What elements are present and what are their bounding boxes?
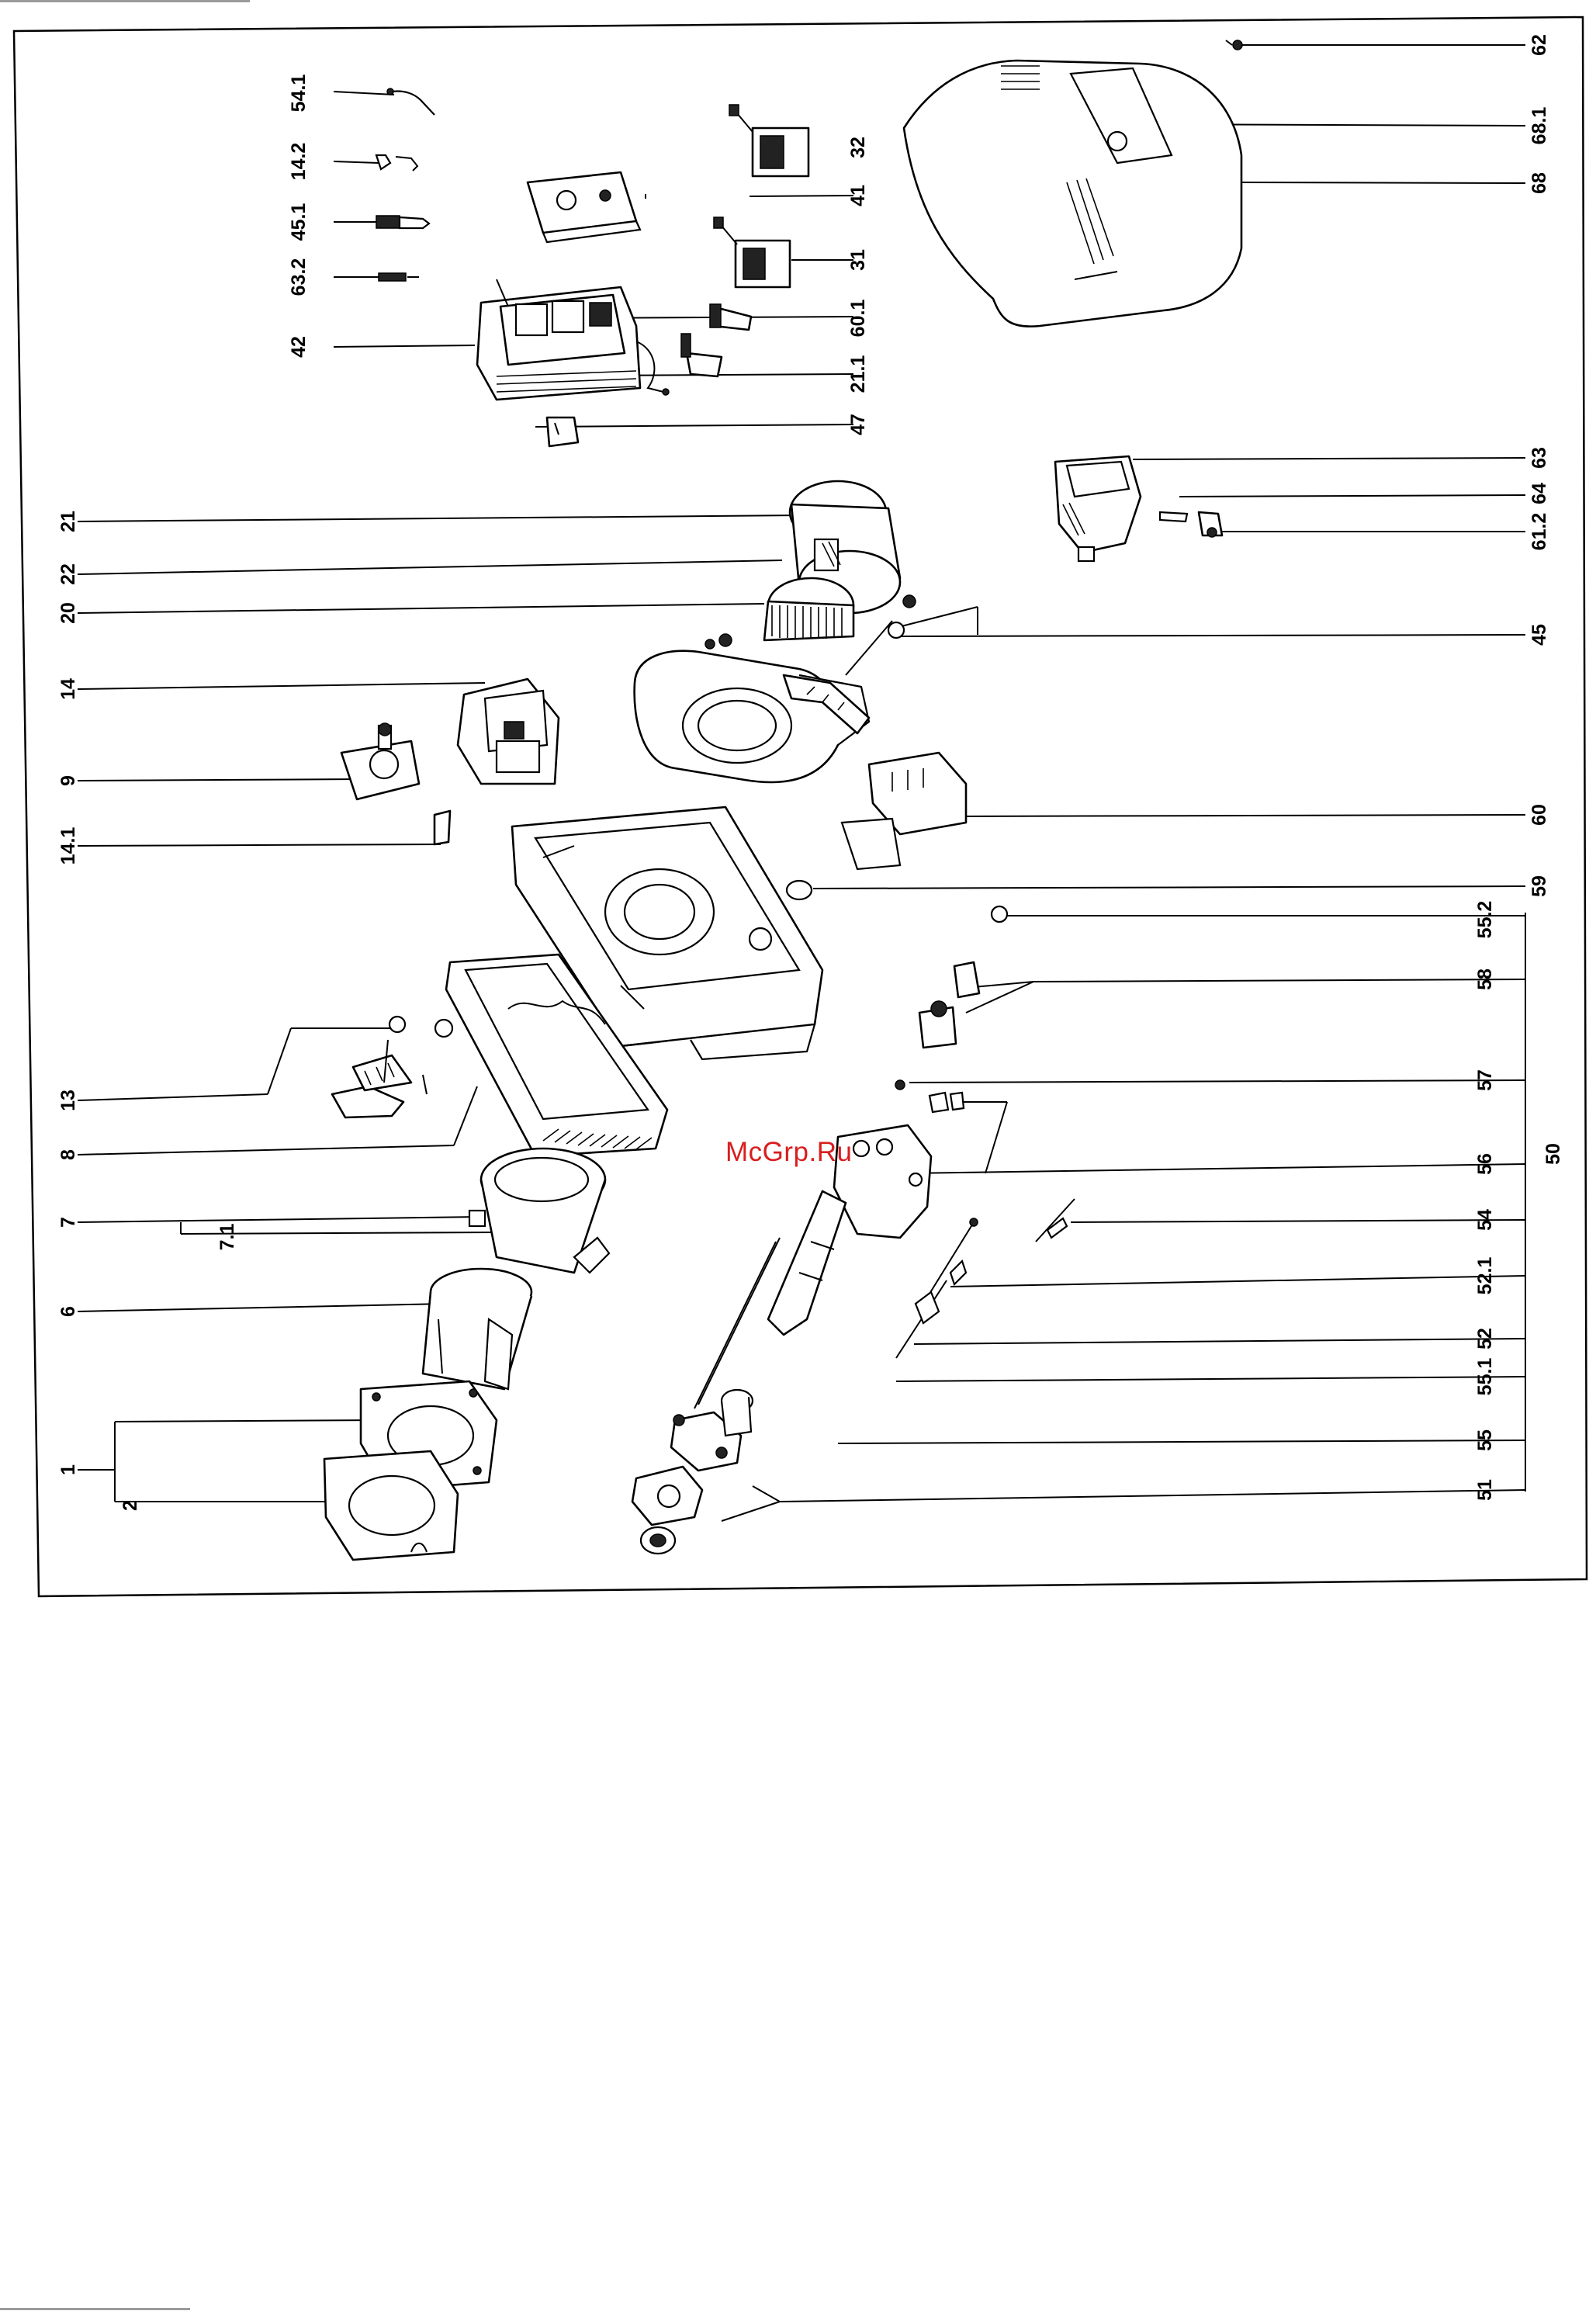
part-9-valve-illustration (341, 723, 419, 799)
part-label-55-1: 55.1 (1474, 1358, 1496, 1396)
part-label-20: 20 (57, 602, 79, 624)
part-14-2-clip-illustration (376, 155, 417, 171)
part-47-bracket-illustration (547, 418, 578, 446)
part-51-turbulator-illustration (632, 1467, 702, 1554)
part-60-terminal-block-illustration (842, 753, 966, 869)
part-label-51: 51 (1474, 1479, 1496, 1501)
part-7-air-tube-illustration (469, 1149, 609, 1273)
part-label-45-1: 45.1 (288, 203, 310, 241)
part-32-relay-illustration (729, 105, 808, 176)
part-label-2: 2 (119, 1500, 141, 1511)
part-label-68: 68 (1528, 172, 1550, 194)
part-label-59: 59 (1528, 875, 1550, 897)
part-label-14: 14 (57, 678, 79, 700)
part-68-burner-hood-illustration (904, 61, 1241, 327)
watermark: McGrp.Ru (725, 1137, 852, 1168)
part-label-56: 56 (1474, 1153, 1496, 1175)
part-label-52: 52 (1474, 1328, 1496, 1350)
part-55-nozzle-tube-illustration (671, 1390, 753, 1471)
part-41-cover-illustration (528, 172, 640, 242)
part-55-1-oil-line-illustration (694, 1238, 780, 1408)
part-label-14-1: 14.1 (57, 827, 79, 865)
part-60-1-terminal-illustration (710, 304, 751, 330)
part-label-55: 55 (1474, 1429, 1496, 1451)
part-label-54-1: 54.1 (288, 74, 310, 113)
part-22-fan-wheel-illustration (764, 578, 853, 640)
part-label-47: 47 (847, 414, 869, 435)
part-label-58: 58 (1474, 968, 1496, 990)
part-label-13: 13 (57, 1090, 79, 1111)
part-label-60: 60 (1528, 804, 1550, 826)
part-13-air-damper-illustration (332, 1017, 452, 1117)
part-label-54: 54 (1474, 1209, 1496, 1231)
part-label-63-2: 63.2 (288, 258, 310, 296)
part-label-6: 6 (57, 1306, 79, 1317)
part-21-1-capacitor-illustration (681, 334, 722, 376)
part-31-relay-illustration (714, 217, 790, 287)
part-45-1-connector-illustration (376, 216, 429, 228)
part-label-22: 22 (57, 563, 79, 585)
part-62-screw-illustration (1226, 40, 1242, 50)
part-label-68-1: 68.1 (1528, 107, 1550, 145)
bottom-rule (0, 2308, 190, 2310)
part-label-21-1: 21.1 (847, 355, 869, 393)
part-label-57: 57 (1474, 1069, 1496, 1091)
part-label-61-2: 61.2 (1528, 513, 1550, 551)
part-label-7-1: 7.1 (216, 1224, 238, 1251)
part-52-electrode-illustration (896, 1280, 947, 1358)
diagram-frame (14, 17, 1587, 1596)
part-label-7: 7 (57, 1217, 79, 1228)
part-label-63: 63 (1528, 447, 1550, 469)
part-63-ignition-transformer-illustration (1055, 456, 1141, 561)
part-label-9: 9 (57, 775, 79, 786)
part-14-pump-illustration (458, 679, 559, 784)
part-14-1-tube-illustration (434, 811, 450, 844)
part-label-42: 42 (288, 336, 310, 358)
part-label-1: 1 (57, 1464, 79, 1475)
part-label-55-2: 55.2 (1474, 901, 1496, 939)
part-63-2-screw-illustration (379, 273, 419, 281)
part-label-45: 45 (1528, 624, 1550, 646)
part-label-52-1: 52.1 (1474, 1257, 1496, 1295)
part-label-64: 64 (1528, 483, 1550, 504)
part-label-14-2: 14.2 (288, 143, 310, 181)
part-label-60-1: 60.1 (847, 300, 869, 338)
part-57-clip-illustration (895, 1080, 964, 1112)
part-label-21: 21 (57, 511, 79, 532)
part-54-electrode-illustration (1036, 1199, 1075, 1242)
part-55-2-plug-illustration (992, 906, 1007, 922)
part-label-31: 31 (847, 249, 869, 271)
part-58-filter-illustration (919, 962, 979, 1048)
part-42-control-unit-illustration (477, 279, 669, 400)
part-59-o-ring-illustration (787, 881, 812, 899)
part-label-41: 41 (847, 185, 869, 206)
part-2-gasket-illustration (324, 1451, 458, 1560)
part-6-combustion-head-illustration (423, 1269, 531, 1389)
part-label-32: 32 (847, 137, 869, 158)
part-label-8: 8 (57, 1149, 79, 1160)
part-64-61-2-fittings-illustration (1160, 512, 1222, 537)
part-label-50: 50 (1542, 1143, 1564, 1165)
part-label-62: 62 (1528, 34, 1550, 56)
part-54-1-cable-illustration (387, 88, 434, 115)
